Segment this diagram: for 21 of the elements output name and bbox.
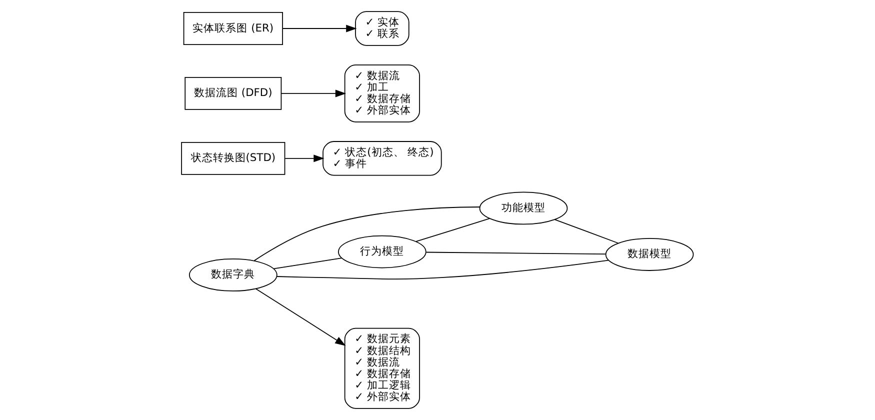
connector xyxy=(426,252,606,254)
node-ellipse: 功能模型 xyxy=(479,192,568,225)
connector xyxy=(273,258,342,270)
arrow xyxy=(281,90,346,98)
node-box: ✓ 数据元素 ✓ 数据结构 ✓ 数据流 ✓ 数据存储 ✓ 加工逻辑 ✓ 外部实体 xyxy=(344,328,420,409)
arrow xyxy=(255,288,346,346)
connector xyxy=(416,218,490,242)
node-ellipse: 行为模型 xyxy=(338,235,426,268)
node-box: 数据流图 (DFD) xyxy=(184,77,282,110)
node-ellipse: 数据模型 xyxy=(605,238,694,271)
arrow xyxy=(282,24,357,32)
node-ellipse: 数据字典 xyxy=(188,258,278,292)
node-box: ✓ 状态(初态、 终态) ✓ 事件 xyxy=(322,141,442,176)
node-box: ✓ 实体 ✓ 联系 xyxy=(355,11,410,46)
connector xyxy=(276,260,609,280)
connector xyxy=(554,219,619,244)
node-box: 状态转换图(STD) xyxy=(181,142,286,175)
node-box: ✓ 数据流 ✓ 加工 ✓ 数据存储 ✓ 外部实体 xyxy=(344,64,420,122)
connector xyxy=(254,206,480,262)
node-box: 实体联系图 (ER) xyxy=(183,12,283,45)
arrow xyxy=(284,154,324,162)
